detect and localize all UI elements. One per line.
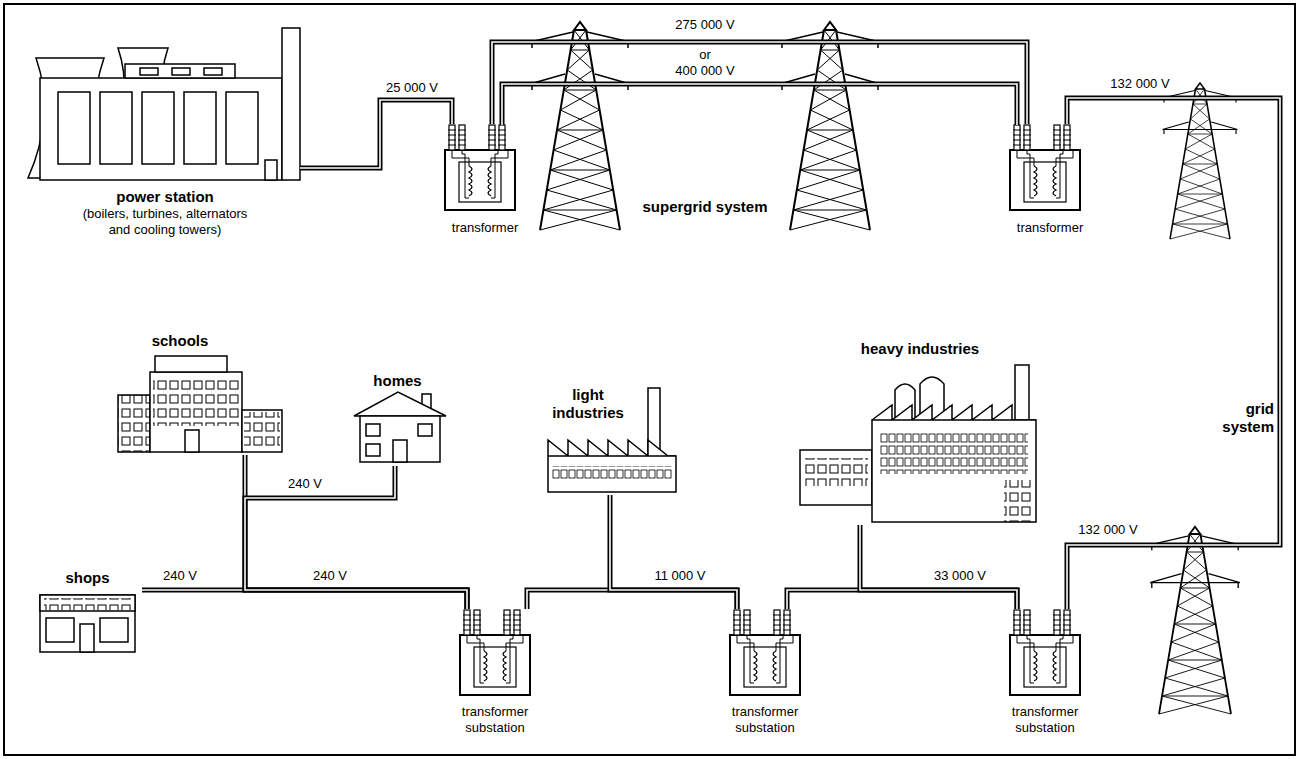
- cable-outline: [860, 525, 1017, 609]
- cable-outline: [787, 590, 1017, 609]
- homes-drawing: [354, 392, 446, 462]
- node-label: transformer substation: [995, 704, 1095, 735]
- labelled-illustration: shops: [35, 565, 142, 655]
- cable-outline: [245, 455, 467, 609]
- voltage-label: or: [697, 47, 713, 63]
- cable-outline: [245, 466, 467, 609]
- labelled-illustration: transformer: [1005, 124, 1097, 238]
- supergrid-lower-wire: [502, 84, 1017, 125]
- power-cable: [245, 455, 467, 609]
- power-cable: [860, 525, 1017, 609]
- labelled-illustration: heavy industries: [795, 330, 1040, 525]
- heavy-industries-drawing: [800, 365, 1036, 522]
- power-cable: [245, 466, 467, 609]
- node-note: (boilers, turbines, alternators and cool…: [80, 206, 250, 237]
- transformer-drawings: [445, 125, 1080, 695]
- power-cable: [787, 590, 1017, 609]
- cable-core: [245, 466, 467, 609]
- labelled-illustration: homes: [345, 370, 452, 466]
- frame: [4, 4, 1295, 755]
- voltage-label: 11 000 V: [652, 568, 707, 584]
- power-cable: [300, 100, 452, 168]
- power-station-drawing: [28, 28, 300, 180]
- cable-outline: [142, 590, 467, 609]
- node-label: schools: [130, 332, 230, 350]
- voltage-label: 132 000 V: [1108, 76, 1171, 92]
- system-label: grid system: [1200, 400, 1276, 436]
- cable-core: [860, 525, 1017, 609]
- voltage-label: 240 V: [311, 568, 349, 584]
- labelled-illustration: power station(boilers, turbines, alterna…: [15, 25, 300, 260]
- cable-core: [610, 495, 737, 609]
- cable-core: [787, 590, 1017, 609]
- labelled-illustration: transformer substation: [710, 609, 820, 739]
- node-label: homes: [345, 372, 450, 390]
- labelled-illustration: transformer substation: [440, 609, 550, 739]
- schools-drawing: [118, 356, 282, 452]
- labelled-illustration: schools: [110, 330, 290, 455]
- power-cable: [1067, 98, 1280, 609]
- voltage-label: 240 V: [286, 476, 324, 492]
- power-cable: [142, 590, 467, 609]
- labelled-illustration: transformer substation: [990, 609, 1100, 739]
- cable-core: [492, 42, 1027, 124]
- cable-outline: [527, 590, 737, 609]
- cable-core: [527, 590, 737, 609]
- labelled-illustration: light industries: [540, 380, 680, 495]
- voltage-label: 33 000 V: [932, 568, 988, 584]
- cable-core: [245, 455, 467, 609]
- pylon-drawings: [530, 22, 1240, 714]
- voltage-label: 400 000 V: [673, 63, 736, 79]
- node-label: heavy industries: [835, 340, 1005, 358]
- cable-outline: [492, 42, 1027, 124]
- power-cable: [492, 42, 1027, 124]
- cable-core: [142, 590, 467, 609]
- node-label: transformer: [440, 220, 530, 236]
- node-label: light industries: [544, 386, 632, 422]
- node-label: transformer substation: [445, 704, 545, 735]
- node-label: transformer substation: [715, 704, 815, 735]
- system-label: supergrid system: [640, 198, 769, 216]
- voltage-label: 132 000 V: [1076, 522, 1139, 538]
- node-label: power station: [55, 188, 275, 206]
- labelled-illustration: transformer: [440, 124, 532, 238]
- voltage-label: 240 V: [161, 568, 199, 584]
- power-cable: [527, 590, 737, 609]
- node-label: shops: [35, 569, 140, 587]
- voltage-label: 25 000 V: [384, 80, 440, 96]
- voltage-label: 275 000 V: [673, 17, 736, 33]
- cable-outline: [300, 100, 452, 168]
- cable-core: [1067, 98, 1280, 609]
- cable-core: [300, 100, 452, 168]
- cable-outline: [610, 495, 737, 609]
- power-cable: [610, 495, 737, 609]
- light-industries-drawing: [548, 388, 676, 492]
- node-label: transformer: [1005, 220, 1095, 236]
- shops-drawing: [40, 595, 135, 652]
- cable-outline: [1067, 98, 1280, 609]
